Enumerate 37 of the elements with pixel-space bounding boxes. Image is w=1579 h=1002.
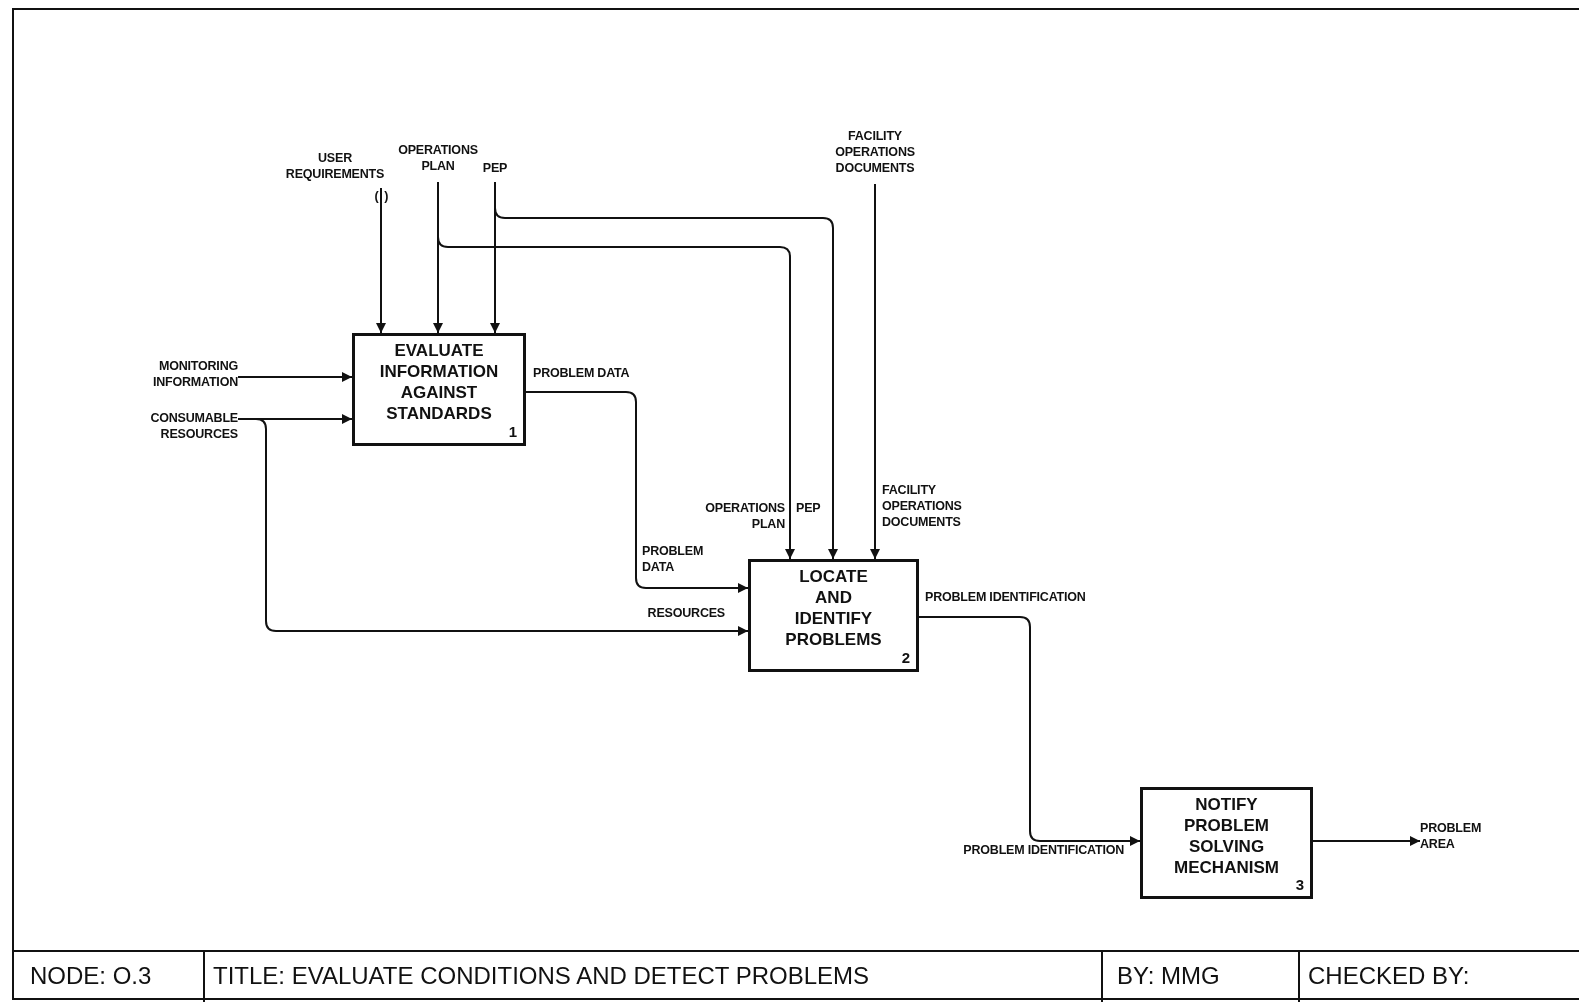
arrow (525, 391, 749, 593)
title-block-text: BY: MMG (1117, 962, 1220, 989)
activity-number: 1 (508, 423, 517, 440)
activity-number: 2 (901, 649, 910, 666)
title-block-text: CHECKED BY: (1308, 962, 1470, 989)
activity-box (352, 333, 526, 446)
arrow (237, 372, 353, 382)
arrow (237, 418, 749, 636)
activity-box (1140, 787, 1313, 899)
edge-label: FACILITY OPERATIONS DOCUMENTS (882, 482, 963, 530)
title-block-text: NODE: O.3 (30, 962, 152, 989)
activity-number: 3 (1295, 876, 1304, 893)
edge-label: PROBLEM IDENTIFICATION (925, 589, 1087, 605)
arrow (870, 183, 880, 560)
flow-label: PEP (480, 160, 510, 182)
tunnel-mark: ( ) (373, 188, 391, 204)
edge-label: PROBLEM DATA (533, 365, 631, 381)
flow-label: PROBLEM DATA (642, 543, 705, 575)
flow-label: USER REQUIREMENTS (280, 150, 390, 188)
arrow (918, 616, 1141, 846)
activity-name: NOTIFY PROBLEM SOLVING MECHANISM (1173, 794, 1280, 878)
flow-label: PROBLEM AREA (1420, 820, 1510, 856)
flow-label: CONSUMABLE RESOURCES (108, 410, 238, 446)
flow-label: FACILITY OPERATIONS DOCUMENTS (820, 128, 930, 184)
activity-name: LOCATE AND IDENTIFY PROBLEMS (784, 566, 883, 650)
edge-label: RESOURCES (646, 605, 725, 621)
edge-label: PEP (796, 500, 822, 516)
activity-name: EVALUATE INFORMATION AGAINST STANDARDS (378, 340, 500, 424)
flow-label: MONITORING INFORMATION (118, 358, 238, 394)
arrow (376, 187, 386, 334)
arrow (437, 181, 795, 560)
flow-label: PROBLEM IDENTIFICATION (962, 842, 1124, 858)
arrow (494, 181, 838, 560)
activity-box (748, 559, 919, 672)
edge-label: OPERATIONS PLAN (704, 500, 785, 532)
arrow (1312, 836, 1421, 846)
title-block-text: TITLE: EVALUATE CONDITIONS AND DETECT PROBLEMS (213, 962, 870, 989)
